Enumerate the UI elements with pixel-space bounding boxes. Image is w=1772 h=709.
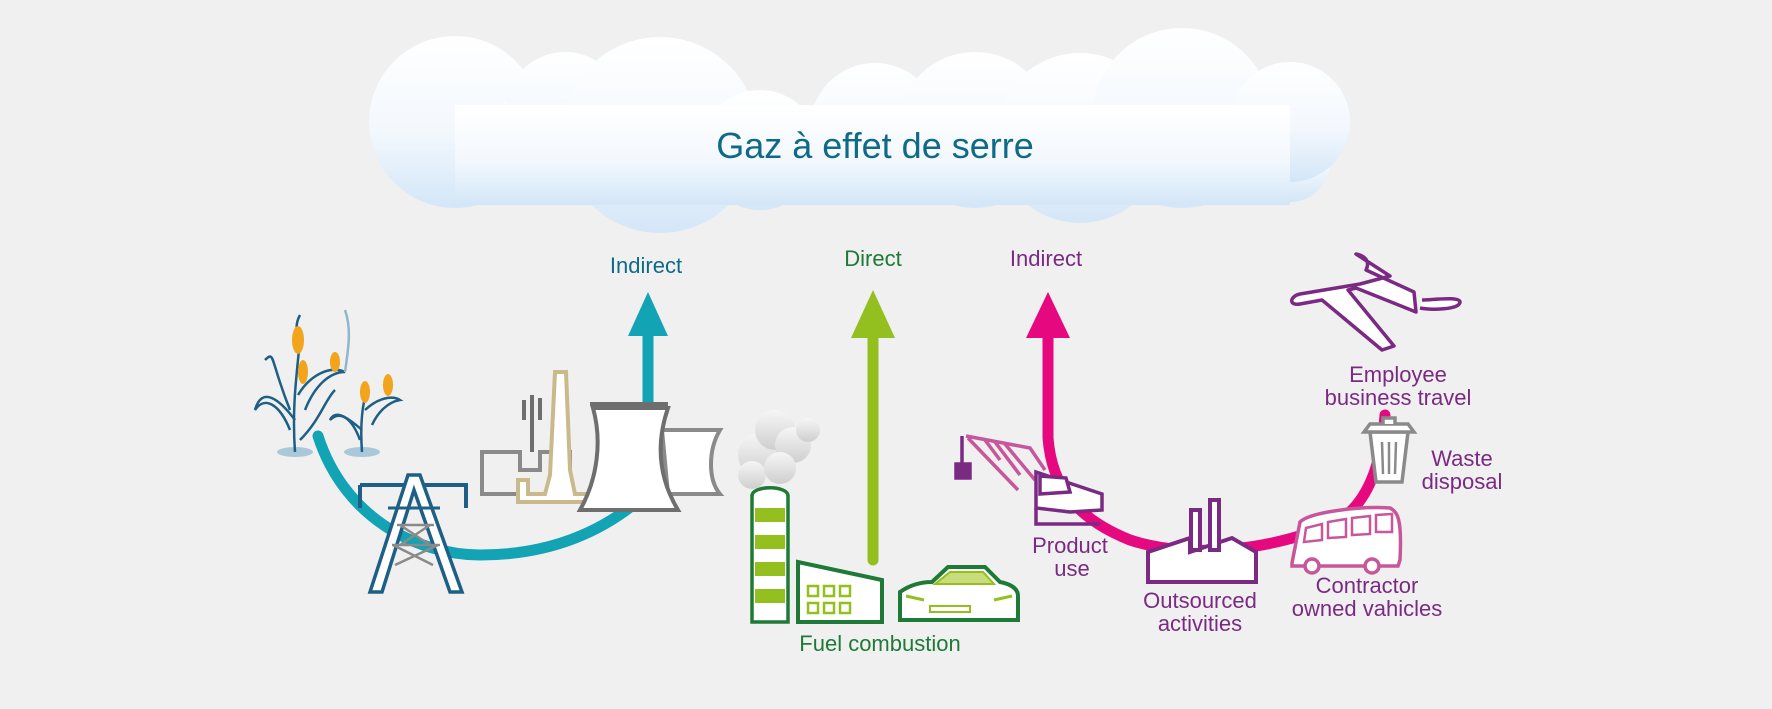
outsourced-label-2: activities xyxy=(1158,611,1242,636)
indirect-left-label: Indirect xyxy=(610,253,682,278)
trash-bin-icon xyxy=(1360,416,1418,484)
wheat-icon xyxy=(292,326,393,403)
bus-icon xyxy=(1290,505,1403,575)
indirect-right-label: Indirect xyxy=(1010,246,1082,271)
power-plant-icon xyxy=(480,370,725,512)
car-icon xyxy=(898,565,1020,622)
outsourced-label-1: Outsourced xyxy=(1143,588,1257,613)
travel-label-2: business travel xyxy=(1325,385,1472,410)
crop-icon xyxy=(253,309,404,457)
indirect-right-arrowhead xyxy=(1026,292,1070,338)
title: Gaz à effet de serre xyxy=(716,125,1034,166)
airplane-icon xyxy=(1290,252,1462,352)
indirect-left-curve xyxy=(312,402,654,561)
power-pylon-icon xyxy=(358,473,468,594)
chimney-icon xyxy=(750,486,790,624)
factory-building-icon xyxy=(796,559,884,624)
smoke-icon xyxy=(738,410,820,489)
contractor-label-2: owned vahicles xyxy=(1292,596,1442,621)
crane-icon xyxy=(954,434,1104,526)
direct-arrowhead xyxy=(851,290,895,338)
fuel-combustion-label: Fuel combustion xyxy=(799,631,960,656)
product-use-label-1: Product xyxy=(1032,533,1108,558)
waste-label-1: Waste xyxy=(1431,446,1493,471)
product-use-label-2: use xyxy=(1054,556,1089,581)
contractor-label-1: Contractor xyxy=(1316,573,1419,598)
outsourced-factory-icon xyxy=(1146,498,1258,584)
travel-label-1: Employee xyxy=(1349,362,1447,387)
direct-label: Direct xyxy=(844,246,901,271)
indirect-left-arrowhead xyxy=(628,292,668,336)
cloud xyxy=(369,28,1350,233)
waste-label-2: disposal xyxy=(1422,469,1503,494)
